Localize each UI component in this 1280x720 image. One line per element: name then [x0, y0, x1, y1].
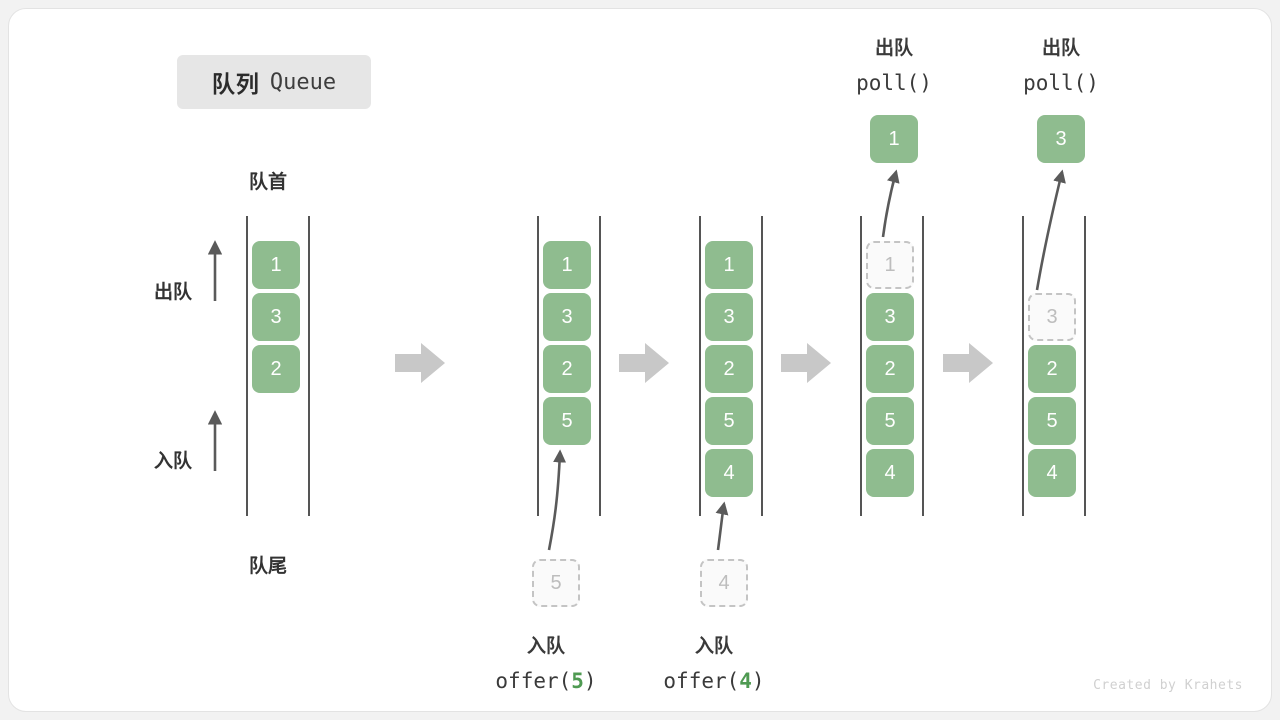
title-en: Queue: [269, 69, 337, 95]
queue-cell: 4: [705, 449, 753, 497]
rail-left-poll1: [860, 216, 862, 516]
caption-cn: 出队: [874, 38, 913, 59]
queue-cell: 3: [866, 293, 914, 341]
caption-offer-5: 入队 offer(5): [461, 629, 631, 699]
rail-left-offer4: [699, 216, 701, 516]
tail-label: 队尾: [249, 556, 288, 577]
enqueue-label: 入队: [154, 451, 193, 472]
incoming-ghost-cell: 5: [532, 559, 580, 607]
caption-cn: 出队: [1041, 38, 1080, 59]
queue-cell: 3: [543, 293, 591, 341]
queue-cell: 2: [252, 345, 300, 393]
rail-right-initial: [308, 216, 310, 516]
step-arrow: [943, 343, 993, 383]
queue-cell: 5: [705, 397, 753, 445]
rail-right-poll3: [1084, 216, 1086, 516]
polled-value-cell: 1: [870, 115, 918, 163]
rail-right-offer5: [599, 216, 601, 516]
caption-fn: poll(): [856, 71, 932, 95]
caption-fn: offer(5): [495, 669, 597, 693]
poll-1-arrow: [881, 169, 900, 238]
queue-cell: 5: [1028, 397, 1076, 445]
outgoing-ghost-cell: 3: [1028, 293, 1076, 341]
dequeue-label: 出队: [154, 282, 193, 303]
credit-text: Created by Krahets: [1093, 678, 1243, 693]
diagram-title-chip: 队列 Queue: [177, 55, 371, 109]
rail-right-offer4: [761, 216, 763, 516]
rail-left-offer5: [537, 216, 539, 516]
step-arrow: [619, 343, 669, 383]
queue-cell: 3: [252, 293, 300, 341]
queue-cell: 2: [705, 345, 753, 393]
queue-cell: 1: [252, 241, 300, 289]
rail-left-poll3: [1022, 216, 1024, 516]
queue-cell: 3: [705, 293, 753, 341]
caption-poll-1: 出队 poll(): [809, 31, 979, 101]
title-cn: 队列: [211, 71, 260, 97]
incoming-ghost-cell: 4: [700, 559, 748, 607]
queue-cell: 2: [1028, 345, 1076, 393]
offer-5-arrow: [547, 449, 567, 551]
queue-cell: 2: [866, 345, 914, 393]
rail-left-initial: [246, 216, 248, 516]
outgoing-ghost-cell: 1: [866, 241, 914, 289]
caption-cn: 入队: [694, 636, 733, 657]
caption-fn: offer(4): [663, 669, 765, 693]
polled-value-cell: 3: [1037, 115, 1085, 163]
queue-cell: 5: [866, 397, 914, 445]
caption-fn: poll(): [1023, 71, 1099, 95]
step-arrow: [781, 343, 831, 383]
offer-4-arrow: [715, 501, 729, 551]
arrow-overlay: [207, 169, 1066, 551]
head-label: 队首: [249, 172, 288, 193]
caption-poll-3: 出队 poll(): [976, 31, 1146, 101]
diagram-card: 队列 Queue 队首 队尾 出队 入队 1 3 2 1 3 2 5 5 入队 …: [8, 8, 1272, 712]
caption-cn: 入队: [526, 636, 565, 657]
queue-cell: 4: [866, 449, 914, 497]
queue-cell: 1: [543, 241, 591, 289]
rail-right-poll1: [922, 216, 924, 516]
poll-3-arrow: [1035, 169, 1066, 291]
caption-offer-4: 入队 offer(4): [629, 629, 799, 699]
queue-cell: 1: [705, 241, 753, 289]
step-arrow: [395, 343, 445, 383]
queue-cell: 2: [543, 345, 591, 393]
queue-cell: 4: [1028, 449, 1076, 497]
queue-cell: 5: [543, 397, 591, 445]
